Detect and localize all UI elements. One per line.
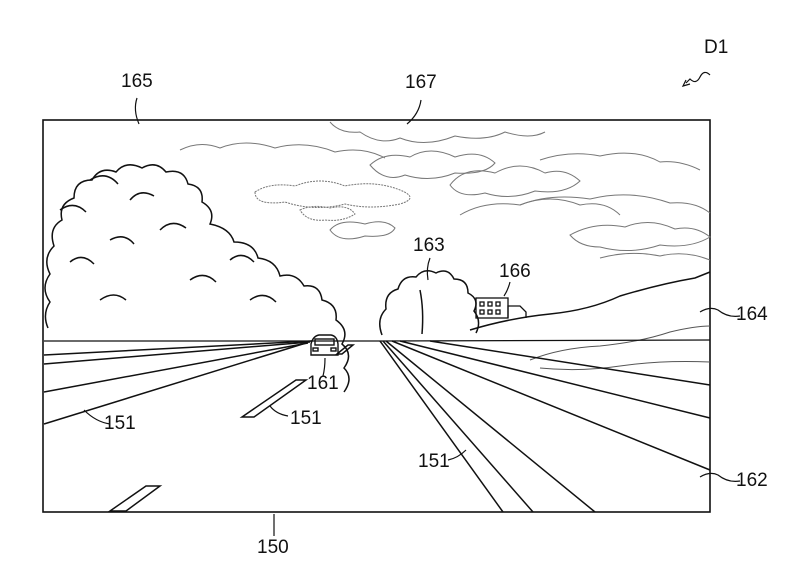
- ref-label-small-tree: 163: [413, 235, 445, 256]
- road-lines: [43, 340, 711, 513]
- ref-label-hill: 164: [736, 304, 768, 325]
- ref-label-roadside: 162: [736, 470, 768, 491]
- ref-label-lane-left-outer: 151: [104, 413, 136, 434]
- small-tree: [379, 270, 480, 336]
- clouds: [179, 121, 711, 261]
- ref-label-clouds: 167: [405, 72, 437, 93]
- vehicle: [310, 334, 339, 356]
- horizon-line: [44, 339, 711, 342]
- center-dashes: [107, 344, 356, 512]
- ref-label-lane-center: 151: [290, 408, 322, 429]
- image-frame: [42, 119, 711, 513]
- large-tree: [44, 164, 350, 393]
- figure-id-label: D1: [704, 37, 729, 58]
- ref-label-large-tree: 165: [121, 71, 153, 92]
- ref-label-vehicle: 161: [307, 373, 339, 394]
- ref-label-road: 150: [257, 537, 289, 558]
- hill: [469, 271, 711, 371]
- building: [475, 297, 527, 319]
- ref-label-lane-right: 151: [418, 451, 450, 472]
- ref-label-building: 166: [499, 261, 531, 282]
- leader-lines: [83, 71, 741, 537]
